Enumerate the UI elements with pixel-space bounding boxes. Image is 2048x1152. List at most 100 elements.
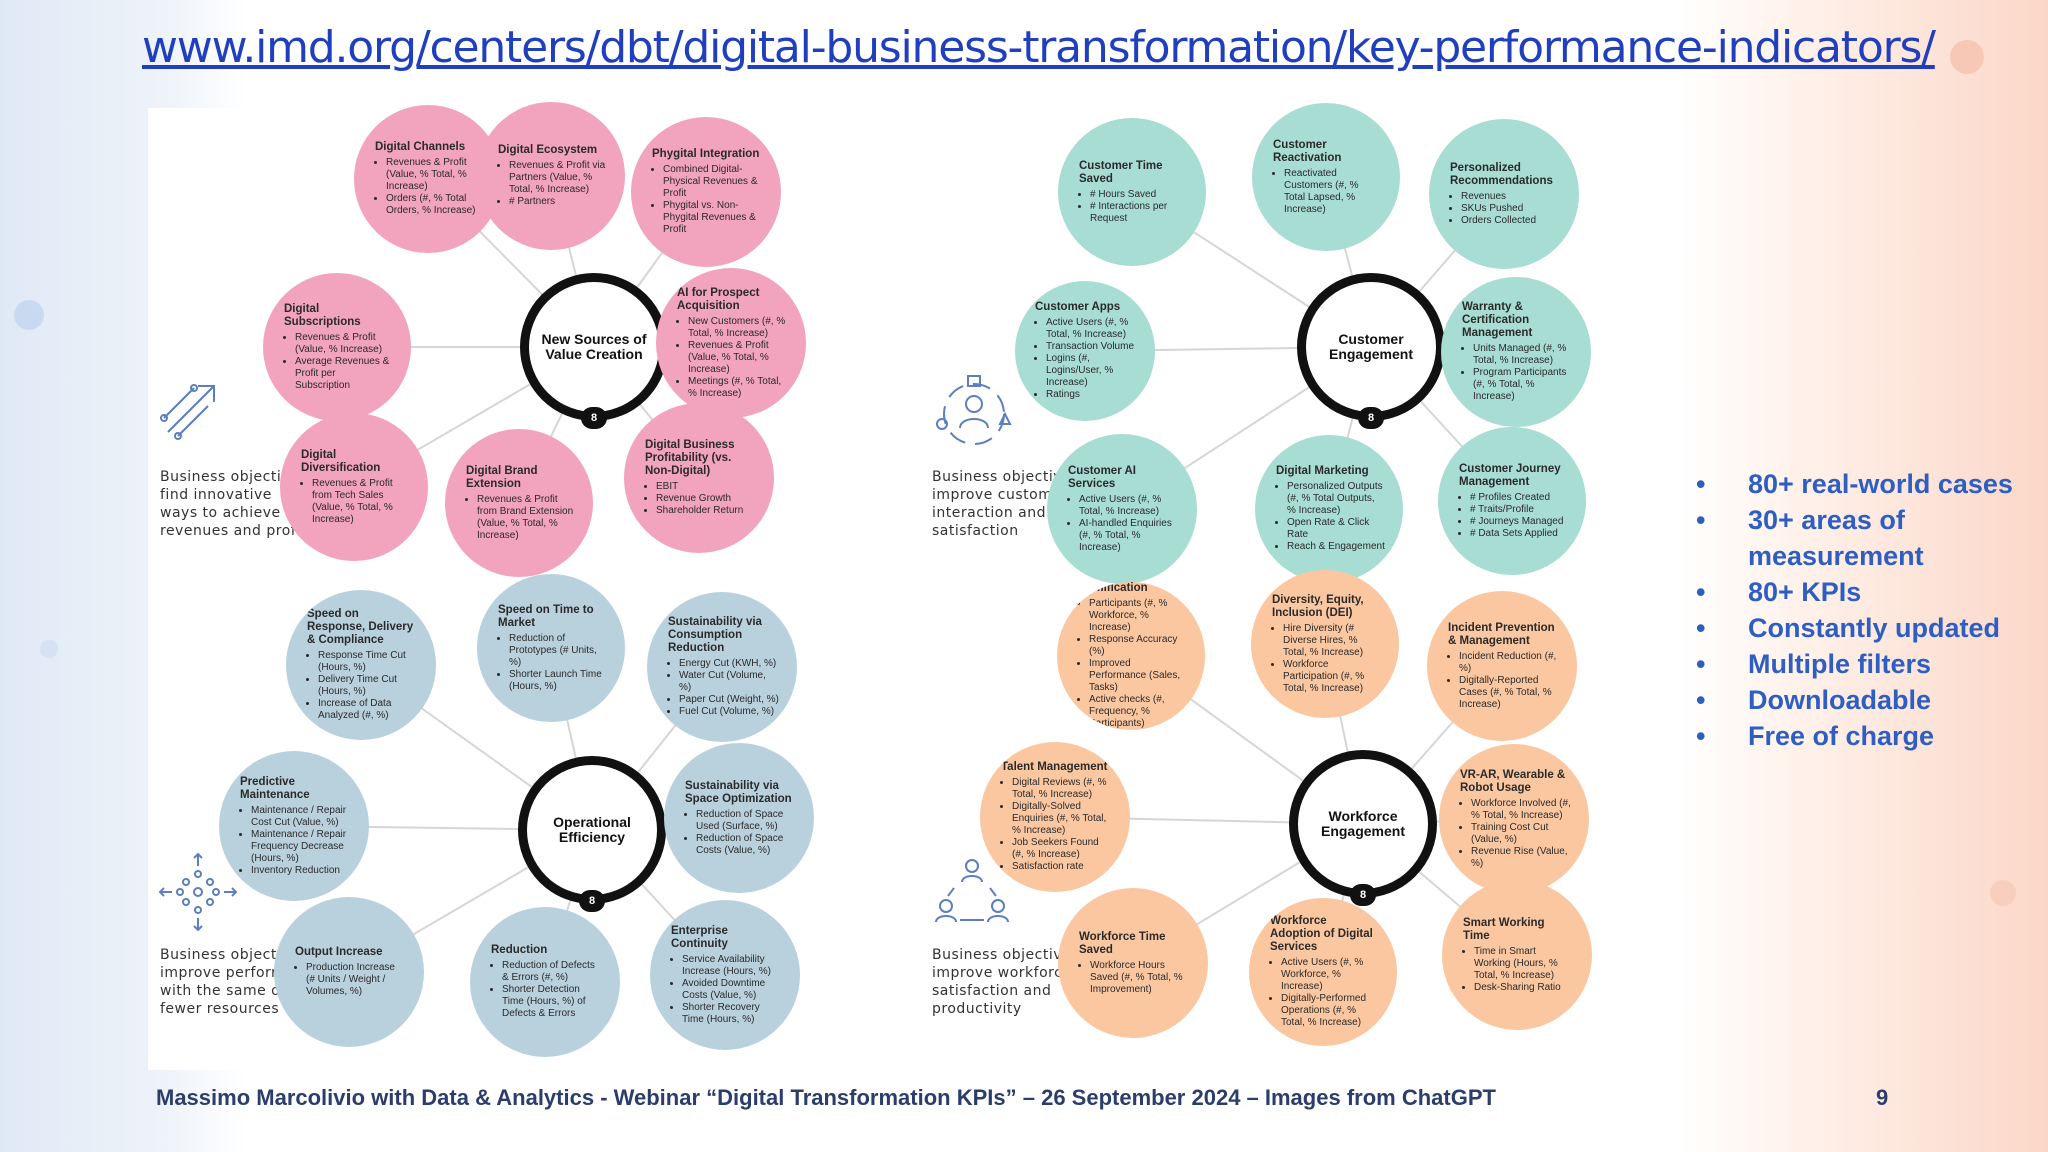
kpi-item: Revenues & Profit (Value, % Increase) bbox=[295, 332, 393, 356]
kpi-item: Shareholder Return bbox=[656, 505, 756, 517]
kpi-bubble: Digital Business Profitability (vs. Non-… bbox=[624, 403, 774, 553]
kpi-list: # Hours Saved# Interactions per Request bbox=[1079, 189, 1188, 225]
kpi-list: Revenues & Profit via Partners (Value, %… bbox=[498, 160, 607, 208]
kpi-item: Active checks (#, Frequency, % Participa… bbox=[1089, 694, 1187, 730]
kpi-list: Incident Reduction (#, %)Digitally-Repor… bbox=[1448, 651, 1559, 711]
highlight-item: •Multiple filters bbox=[1696, 649, 1932, 679]
kpi-item: # Data Sets Applied bbox=[1470, 528, 1568, 540]
kpi-bubble-title: Personalized Recommendations bbox=[1450, 161, 1553, 187]
kpi-item: Revenues & Profit (Value, % Total, % Inc… bbox=[688, 340, 788, 376]
kpi-item: Revenues bbox=[1461, 191, 1561, 203]
kpi-bubble: Smart Working TimeTime in Smart Working … bbox=[1442, 880, 1592, 1030]
kpi-list: Reduction of Defects & Errors (#, %)Shor… bbox=[491, 960, 602, 1020]
kpi-bubble: VR-AR, Wearable & Robot UsageWorkforce I… bbox=[1439, 744, 1589, 894]
kpi-item: Service Availability Increase (Hours, %) bbox=[682, 954, 782, 978]
kpi-item: Job Seekers Found (#, % Increase) bbox=[1012, 837, 1112, 861]
kpi-item: Revenue Growth bbox=[656, 493, 756, 505]
kpi-bubble-title: Reduction bbox=[491, 944, 548, 956]
kpi-item: Reduction of Defects & Errors (#, %) bbox=[502, 960, 602, 984]
kpi-list: Combined Digital-Physical Revenues & Pro… bbox=[652, 164, 763, 236]
kpi-bubble: Predictive MaintenanceMaintenance / Repa… bbox=[219, 751, 369, 901]
kpi-item: Active Users (#, % Total, % Increase) bbox=[1046, 317, 1138, 341]
highlight-item: •80+ real-world cases bbox=[1696, 469, 2013, 499]
kpi-item: Shorter Launch Time (Hours, %) bbox=[509, 669, 607, 693]
kpi-item: Ratings bbox=[1046, 389, 1138, 401]
circuit-arrow-icon bbox=[158, 376, 224, 447]
kpi-item: Average Revenues & Profit per Subscripti… bbox=[295, 356, 393, 392]
kpi-list: Energy Cut (KWH, %)Water Cut (Volume, %)… bbox=[668, 658, 779, 718]
kpi-item: Open Rate & Click Rate bbox=[1287, 517, 1385, 541]
kpi-list: Reactivated Customers (#, % Total Lapsed… bbox=[1273, 168, 1382, 216]
kpi-item: Desk-Sharing Ratio bbox=[1474, 982, 1574, 994]
kpi-item: Workforce Hours Saved (#, % Total, % Imp… bbox=[1090, 960, 1190, 996]
kpi-item: SKUs Pushed bbox=[1461, 203, 1561, 215]
kpi-diagram-panel: Business objective: find innovative ways… bbox=[148, 102, 1682, 1070]
kpi-item: Personalized Outputs (#, % Total Outputs… bbox=[1287, 481, 1385, 517]
kpi-list: Active Users (#, % Total, % Increase)Tra… bbox=[1035, 317, 1138, 401]
kpi-bubble-title: Workforce Adoption of Digital Services bbox=[1270, 915, 1373, 953]
kpi-bubble: Speed on Response, Delivery & Compliance… bbox=[286, 590, 436, 740]
kpi-list: Maintenance / Repair Cost Cut (Value, %)… bbox=[240, 805, 351, 877]
kpi-list: Active Users (#, % Total, % Increase)AI-… bbox=[1068, 494, 1179, 554]
hub-customer-engagement: Customer Engagement bbox=[1297, 273, 1445, 421]
kpi-list: Participants (#, % Workforce, % Increase… bbox=[1078, 598, 1187, 730]
source-url-link[interactable]: www.imd.org/centers/dbt/digital-business… bbox=[142, 22, 1936, 73]
business-objective: Business objective: improve workforce sa… bbox=[932, 947, 1077, 1017]
highlight-item: •80+ KPIs bbox=[1696, 577, 1862, 607]
kpi-item: Revenue Rise (Value, %) bbox=[1471, 846, 1571, 870]
kpi-bubble-title: Digital Diversification bbox=[301, 448, 381, 474]
kpi-item: # Profiles Created bbox=[1470, 492, 1568, 504]
kpi-bubble-title: Customer AI Services bbox=[1068, 464, 1136, 490]
kpi-item: New Customers (#, % Total, % Increase) bbox=[688, 316, 788, 340]
kpi-bubble-title: Output Increase bbox=[295, 946, 383, 958]
kpi-bubble-title: Speed on Response, Delivery & Compliance bbox=[307, 608, 414, 646]
kpi-list: Digital Reviews (#, % Total, % Increase)… bbox=[1001, 777, 1112, 873]
kpi-bubble: Digital DiversificationRevenues & Profit… bbox=[280, 413, 428, 561]
page-number: 9 bbox=[1876, 1085, 1889, 1110]
kpi-item: Phygital vs. Non-Phygital Revenues & Pro… bbox=[663, 200, 763, 236]
hub-count-badge: 8 bbox=[1358, 407, 1384, 429]
kpi-list: Reduction of Prototypes (# Units, %)Shor… bbox=[498, 633, 607, 693]
kpi-item: # Hours Saved bbox=[1090, 189, 1188, 201]
kpi-item: Digital Reviews (#, % Total, % Increase) bbox=[1012, 777, 1112, 801]
kpi-bubble: Enterprise ContinuityService Availabilit… bbox=[650, 900, 800, 1050]
kpi-item: Inventory Reduction bbox=[251, 865, 351, 877]
kpi-item: Reduction of Prototypes (# Units, %) bbox=[509, 633, 607, 669]
people-network-icon bbox=[932, 372, 1016, 461]
hub-count-badge: 8 bbox=[1350, 884, 1376, 906]
team-cycle-icon bbox=[932, 850, 1012, 935]
kpi-item: Maintenance / Repair Frequency Decrease … bbox=[251, 829, 351, 865]
kpi-bubble-title: Customer Journey Management bbox=[1459, 462, 1561, 488]
kpi-item: Time in Smart Working (Hours, % Total, %… bbox=[1474, 946, 1574, 982]
kpi-bubble: Digital MarketingPersonalized Outputs (#… bbox=[1255, 435, 1403, 583]
kpi-list: Service Availability Increase (Hours, %)… bbox=[671, 954, 782, 1026]
kpi-item: Reach & Engagement bbox=[1287, 541, 1385, 553]
kpi-bubble-title: Sustainability via Consumption Reduction bbox=[668, 616, 762, 654]
kpi-bubble-title: VR-AR, Wearable & Robot Usage bbox=[1460, 768, 1566, 794]
kpi-list: Revenues & Profit (Value, % Increase)Ave… bbox=[284, 332, 393, 392]
kpi-list: Response Time Cut (Hours, %)Delivery Tim… bbox=[307, 650, 418, 722]
kpi-bubble: Workforce Adoption of Digital ServicesAc… bbox=[1249, 898, 1397, 1046]
kpi-item: Training Cost Cut (Value, %) bbox=[1471, 822, 1571, 846]
hub-count-badge: 8 bbox=[581, 407, 607, 429]
kpi-item: Revenues & Profit from Tech Sales (Value… bbox=[312, 478, 410, 526]
kpi-item: Response Time Cut (Hours, %) bbox=[318, 650, 418, 674]
kpi-item: Shorter Detection Time (Hours, %) of Def… bbox=[502, 984, 602, 1020]
kpi-bubble: Digital EcosystemRevenues & Profit via P… bbox=[477, 102, 625, 250]
kpi-bubble-title: Speed on Time to Market bbox=[498, 603, 594, 629]
kpi-list: RevenuesSKUs PushedOrders Collected bbox=[1450, 191, 1561, 227]
kpi-bubble: Customer AI ServicesActive Users (#, % T… bbox=[1047, 434, 1197, 584]
footer-credit: Massimo Marcolivio with Data & Analytics… bbox=[156, 1085, 1496, 1110]
kpi-bubble-title: Digital Channels bbox=[375, 141, 466, 153]
kpi-item: Digitally-Solved Enquiries (#, % Total, … bbox=[1012, 801, 1112, 837]
kpi-item: Active Users (#, % Total, % Increase) bbox=[1079, 494, 1179, 518]
kpi-list: Production Increase (# Units / Weight / … bbox=[295, 962, 406, 998]
kpi-item: Reduction of Space Costs (Value, %) bbox=[696, 833, 796, 857]
kpi-item: # Traits/Profile bbox=[1470, 504, 1568, 516]
kpi-item: Orders Collected bbox=[1461, 215, 1561, 227]
kpi-bubble: Output IncreaseProduction Increase (# Un… bbox=[274, 897, 424, 1047]
hub-workforce-engagement: Workforce Engagement bbox=[1289, 750, 1437, 898]
kpi-item: Meetings (#, % Total, % Increase) bbox=[688, 376, 788, 400]
kpi-item: Hire Diversity (# Diverse Hires, % Total… bbox=[1283, 623, 1381, 659]
network-nodes-icon bbox=[156, 850, 240, 939]
